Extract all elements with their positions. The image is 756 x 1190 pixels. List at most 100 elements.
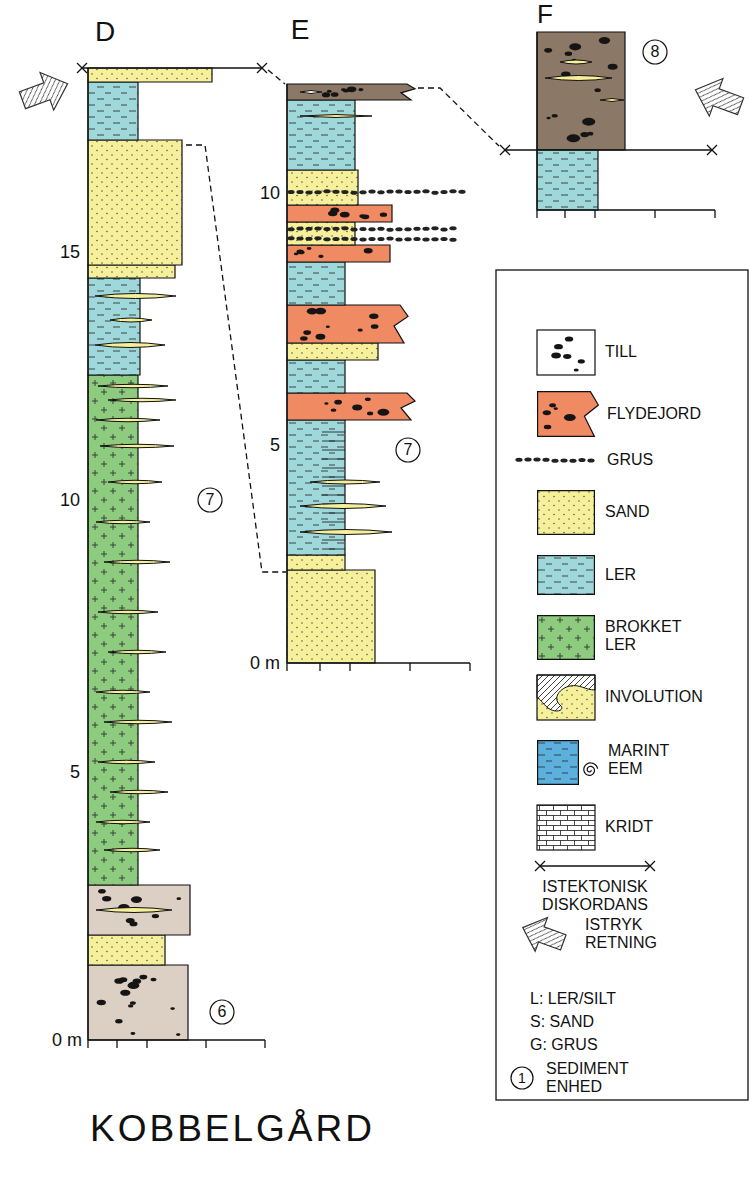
swatch-texture <box>538 741 579 785</box>
stone <box>364 248 373 253</box>
swatch-fill <box>538 491 595 535</box>
legend-text: ISTEKTONISK DISKORDANS <box>520 878 670 915</box>
gravel-pebble <box>578 458 585 462</box>
unit-number: 1 <box>518 1070 526 1086</box>
stone <box>565 51 573 56</box>
grain-tick <box>536 210 537 218</box>
discordance-cross <box>645 861 655 871</box>
till-sample <box>537 330 595 375</box>
discordance-cross <box>500 145 510 155</box>
depth-number: 5 <box>270 435 280 456</box>
gravel-pebble <box>323 227 330 231</box>
layer-outline <box>287 222 355 245</box>
gravel-pebble <box>377 190 384 194</box>
layer-texture <box>88 82 138 140</box>
stone <box>365 398 371 402</box>
layer-sand <box>88 68 212 82</box>
gravel-pebble <box>404 227 411 231</box>
gravel-pebble <box>377 237 384 241</box>
layer-outline <box>287 343 378 360</box>
discordance-line <box>505 149 712 150</box>
stone <box>298 250 305 254</box>
stone <box>170 1007 175 1010</box>
sand-lens <box>545 76 612 81</box>
stone <box>359 214 365 218</box>
gravel-pebble <box>560 458 567 462</box>
unit-number: 7 <box>404 441 413 459</box>
stone <box>151 978 157 982</box>
gravel-pebble <box>323 189 330 193</box>
layer-outline <box>287 245 390 262</box>
layer-till8 <box>287 84 415 100</box>
stone <box>131 896 142 903</box>
ice-push-arrow <box>689 71 748 125</box>
sand-lens <box>100 444 174 448</box>
layer-ler <box>537 150 598 210</box>
gravel-pebble <box>287 190 294 194</box>
layer-texture <box>88 375 138 885</box>
stone <box>115 1019 122 1023</box>
sand-lens <box>96 520 150 524</box>
layer-texture <box>287 570 375 663</box>
gravel-pebble <box>395 238 402 242</box>
legend-text: G: GRUS <box>530 1036 598 1054</box>
layer-outline <box>88 885 190 935</box>
layer-outline <box>88 140 182 265</box>
grain-tick <box>564 210 565 218</box>
gravel-pebble <box>359 238 366 242</box>
grain-tick <box>714 210 715 218</box>
layer-sand <box>88 935 165 965</box>
gravel-pebble <box>542 458 549 462</box>
sand-lens <box>110 318 152 322</box>
layer-outline <box>287 170 358 205</box>
legend-frame <box>496 270 748 1100</box>
grain-tick <box>654 210 655 218</box>
gravel-pebble <box>296 190 303 194</box>
layer-ler <box>287 262 345 305</box>
lamination <box>322 477 345 478</box>
gravel-pebble <box>323 237 330 241</box>
layer-flyd <box>287 245 390 262</box>
stone <box>608 64 618 70</box>
stone <box>98 889 106 894</box>
discordance-cross <box>77 63 87 73</box>
swatch-outline <box>538 556 595 595</box>
sand-lens <box>96 690 150 694</box>
correlation-line <box>418 88 499 146</box>
gravel-pebble <box>431 226 438 230</box>
gravel-pebble <box>341 237 348 241</box>
involution-sample <box>537 675 595 720</box>
sand-lens <box>98 760 155 764</box>
swatch-outline <box>538 491 595 535</box>
stone <box>543 410 551 415</box>
gravel-pebble <box>368 227 375 231</box>
involution-texture <box>537 675 595 720</box>
discordance-cross <box>535 861 545 871</box>
depth-axis <box>286 84 287 663</box>
swatch-texture <box>538 616 595 660</box>
layer-till6 <box>88 965 188 1040</box>
stone <box>546 117 550 120</box>
layer-outline <box>287 262 345 305</box>
shell-symbol <box>584 763 598 775</box>
legend-swatch <box>537 615 595 660</box>
stone <box>176 897 181 900</box>
grain-tick <box>349 663 350 671</box>
gravel-pebble <box>359 227 366 231</box>
stone <box>119 977 127 982</box>
involution-outline <box>537 675 595 720</box>
layer-texture <box>537 150 598 210</box>
discordance-line <box>82 67 262 68</box>
gravel-pebble <box>533 457 540 461</box>
gravel-pebble <box>350 237 357 241</box>
sand-lens <box>560 60 592 64</box>
layer-outline <box>537 32 625 150</box>
stone <box>102 896 111 902</box>
stone <box>367 412 373 416</box>
unit-circle <box>396 438 420 462</box>
depth-number: 0 m <box>250 653 280 674</box>
grain-axis <box>537 209 715 210</box>
lamination <box>322 522 345 523</box>
lamination <box>322 432 345 433</box>
